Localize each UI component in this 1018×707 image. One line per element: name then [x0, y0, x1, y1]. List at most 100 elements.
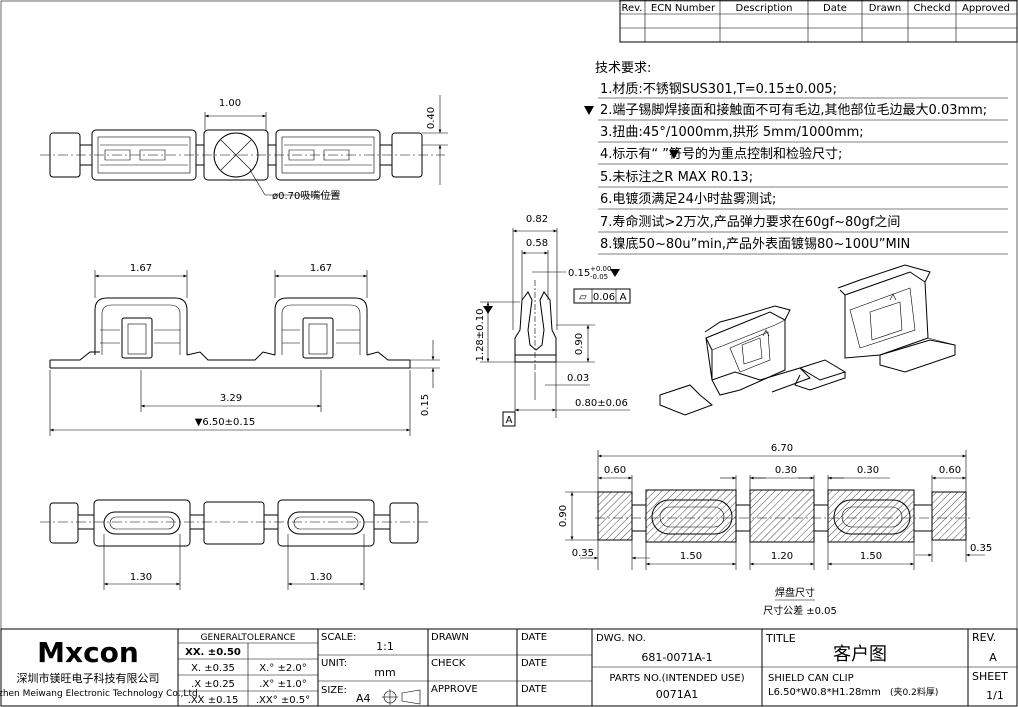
- general-tolerance-label: GENERALTOLERANCE: [201, 633, 296, 643]
- side-thickness-label: 0.15: [568, 268, 590, 279]
- side-height-label: 0.90: [574, 333, 585, 355]
- requirement-4: 4.标示有“ ”符号的为重点控制和检验尺寸;: [600, 146, 842, 162]
- drawn-date-label: DATE: [521, 632, 547, 643]
- front-view: 1.67 1.67 3.29 ▼6.50±0.15 0.15: [49, 263, 440, 436]
- date-header: Date: [823, 3, 847, 14]
- side-total-height-label: 1.28±0.10: [475, 309, 486, 362]
- company-name-en: Shenzhen Meiwang Electronic Technology C…: [0, 689, 201, 699]
- title-label: TITLE: [765, 632, 796, 645]
- top-view: 1.00 0.40 ø0.70吸嘴位置: [40, 95, 448, 202]
- rev-label: REV.: [972, 631, 996, 644]
- tolerance-angle-dot-xx: .XX° ±0.5°: [256, 695, 310, 706]
- front-right-width-label: 1.67: [310, 263, 332, 274]
- flatness-value: 0.06: [593, 292, 615, 303]
- title-block: Mxcon 深圳市镁旺电子科技有限公司 Shenzhen Meiwang Ele…: [0, 628, 1018, 707]
- requirement-5: 5.未标注之R MAX R0.13;: [600, 170, 753, 185]
- parts-no-label: PARTS NO.(INTENDED USE): [609, 673, 744, 684]
- rev-value: A: [989, 651, 997, 664]
- side-base-label: 0.80±0.06: [575, 398, 628, 409]
- pad-mid-1-label: 1.50: [680, 551, 702, 562]
- pad-end-width-right-label: 0.35: [970, 543, 992, 554]
- tolerance-angle-x: X.° ±2.0°: [259, 663, 307, 674]
- tolerance-angle-dot-x: .X° ±1.0°: [259, 679, 307, 690]
- size-label: SIZE:: [321, 685, 347, 696]
- tolerance-dot-xx: .XX ±0.15: [188, 695, 239, 706]
- requirement-6: 6.电镀须满足24小时盐雾测试;: [600, 191, 776, 207]
- side-outer-width-label: 0.82: [526, 214, 548, 225]
- pad-total-label: 6.70: [771, 443, 793, 454]
- unit-label: UNIT:: [321, 658, 347, 669]
- part-description: SHIELD CAN CLIP: [768, 673, 854, 684]
- flatness-callout: [573, 288, 631, 304]
- bottom-view: 1.30 1.30: [40, 499, 430, 590]
- flatness-datum: A: [620, 292, 627, 303]
- pad-end-width-left-label: 0.35: [572, 548, 594, 559]
- scale-label: SCALE:: [321, 632, 356, 643]
- isometric-view: [659, 264, 956, 416]
- top-height-label: 0.40: [426, 107, 437, 129]
- approve-date-label: DATE: [521, 684, 547, 695]
- top-width-label: 1.00: [219, 98, 241, 109]
- front-height-label: 0.15: [420, 394, 431, 416]
- pitch-label: 3.29: [220, 393, 242, 404]
- bottom-left-width-label: 1.30: [130, 572, 152, 583]
- size-value: A4: [356, 692, 371, 705]
- parts-no-value: 0071A1: [656, 688, 699, 701]
- nozzle-label: ø0.70吸嘴位置: [272, 189, 340, 202]
- revision-table: Rev. ECN Number Description Date Drawn C…: [619, 0, 1018, 43]
- scale-value: 1:1: [376, 640, 394, 653]
- pad-center-label: 1.20: [771, 551, 793, 562]
- technical-requirements: 技术要求: 1.材质:不锈钢SUS301,T=0.15±0.005; 2.端子锡…: [584, 61, 1008, 255]
- approved-header: Approved: [962, 3, 1010, 14]
- pad-end-right-label: 0.60: [939, 465, 961, 476]
- key-dimension-marker: [584, 106, 594, 115]
- front-left-width-label: 1.67: [130, 263, 152, 274]
- sheet-label: SHEET: [972, 670, 1008, 683]
- pad-gap-1-label: 0.30: [775, 465, 797, 476]
- approve-label: APPROVE: [431, 684, 478, 695]
- unit-value: mm: [374, 666, 395, 679]
- datum-box: [502, 411, 516, 427]
- sheet-value: 1/1: [986, 689, 1004, 702]
- requirement-2: 2.端子锡脚焊接面和接触面不可有毛边,其他部位毛边最大0.03mm;: [600, 102, 987, 118]
- key-symbol-marker: [669, 150, 679, 159]
- side-inner-width-label: 0.58: [526, 238, 548, 249]
- flatness-symbol: ⏥: [579, 292, 587, 303]
- side-tolerance-lower: -0.05: [590, 273, 608, 281]
- part-thickness-note: (夹0.2料厚): [890, 686, 938, 698]
- side-view: 0.82 0.58 0.15 +0.00 -0.05 ⏥ 0.06 A 1.28…: [475, 214, 631, 427]
- pad-height-label: 0.90: [558, 505, 569, 527]
- side-tolerance-upper: +0.00: [590, 265, 611, 273]
- requirements-heading: 技术要求:: [595, 61, 651, 76]
- datum-label: A: [506, 415, 513, 426]
- title-value: 客户图: [833, 644, 887, 665]
- requirement-7: 7.寿命测试>2万次,产品弹力要求在60gf~80gf之间: [600, 214, 900, 230]
- requirement-8: 8.镍底50~80u”min,产品外表面镀锡80~100U”MIN: [600, 236, 910, 252]
- bottom-right-width-label: 1.30: [310, 572, 332, 583]
- checkd-header: Checkd: [913, 3, 950, 14]
- dwg-no-label: DWG. NO.: [596, 633, 646, 644]
- pad-caption: 焊盘尺寸: [775, 586, 815, 599]
- rev-header: Rev.: [622, 3, 643, 14]
- pad-end-left-label: 0.60: [604, 465, 626, 476]
- tolerance-dot-x: .X ±0.25: [191, 679, 235, 690]
- ecn-header: ECN Number: [651, 3, 716, 14]
- pad-mid-2-label: 1.50: [860, 551, 882, 562]
- check-label: CHECK: [431, 658, 466, 669]
- tolerance-x: X. ±0.35: [191, 663, 235, 674]
- tolerance-xx: XX. ±0.50: [185, 647, 241, 658]
- side-gap-label: 0.03: [567, 373, 589, 384]
- key-dimension-marker-side: [610, 269, 620, 277]
- part-dimensions: L6.50*W0.8*H1.28mm: [768, 687, 881, 698]
- dwg-no-value: 681-0071A-1: [641, 651, 712, 664]
- pad-gap-2-label: 0.30: [857, 465, 879, 476]
- pad-layout: 6.70 0.60 0.30 0.30 0.60 0.90 0.35 1.50: [558, 443, 992, 617]
- company-name-cn: 深圳市镁旺电子科技有限公司: [17, 671, 160, 685]
- pad-tolerance: 尺寸公差 ±0.05: [763, 604, 837, 617]
- description-header: Description: [736, 3, 793, 14]
- drawn-label: DRAWN: [431, 632, 469, 643]
- check-date-label: DATE: [521, 658, 547, 669]
- drawn-header: Drawn: [869, 3, 901, 14]
- requirement-3: 3.扭曲:45°/1000mm,拱形 5mm/1000mm;: [600, 125, 864, 140]
- requirement-1: 1.材质:不锈钢SUS301,T=0.15±0.005;: [600, 82, 837, 97]
